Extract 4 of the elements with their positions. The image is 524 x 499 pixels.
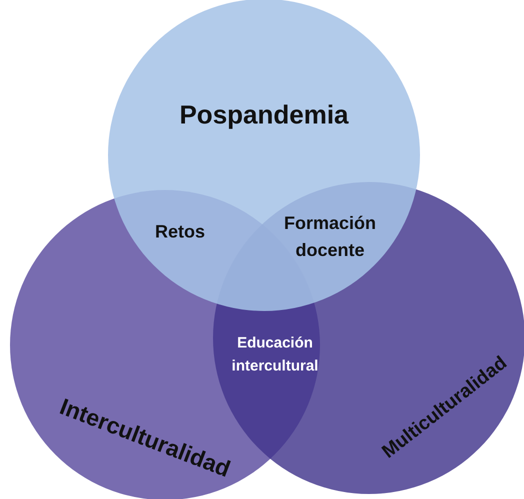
overlap-label: Retos [154, 220, 206, 244]
overlap-label: Educación intercultural [230, 334, 320, 376]
overlap-label: Formación docente [282, 212, 377, 262]
circle-label: Pospandemia [179, 100, 349, 130]
